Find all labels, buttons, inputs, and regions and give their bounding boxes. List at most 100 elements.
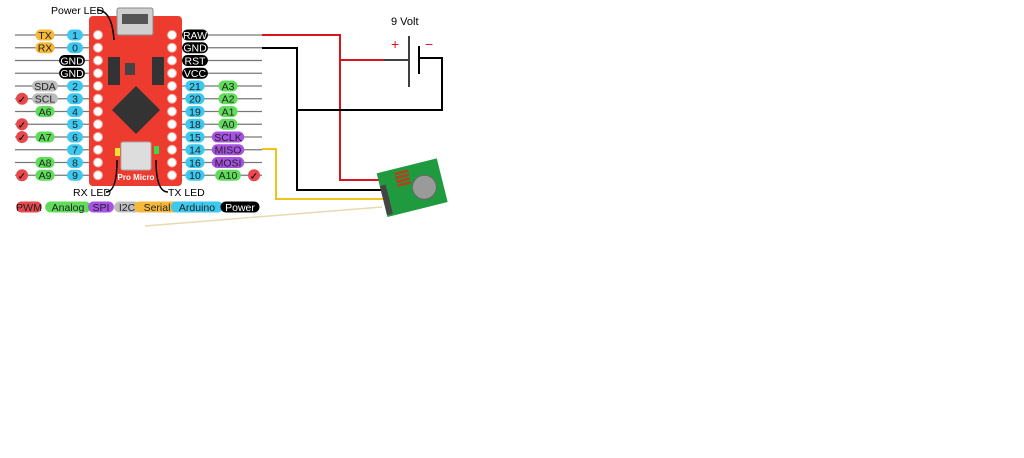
pin-hole xyxy=(93,55,103,66)
pin-number-right-text: 20 xyxy=(189,94,201,106)
pwm-check-icon: ✓ xyxy=(18,171,26,182)
pin-label-left: A6 xyxy=(35,106,55,118)
pin-label-left-text: A9 xyxy=(39,170,52,182)
pin-number-right: 15 xyxy=(185,131,205,144)
pin-hole xyxy=(93,106,103,117)
pin-label-right: RAW xyxy=(182,29,208,42)
pin-number-right-text: 16 xyxy=(189,157,201,169)
antenna-wire xyxy=(144,206,383,227)
pin-label-right: A2 xyxy=(218,93,238,106)
pwm-check-icon: ✓ xyxy=(18,95,26,106)
pin-hole xyxy=(93,93,103,104)
legend-arduino: Arduino xyxy=(170,201,224,214)
pin-label-left: GND xyxy=(59,67,85,80)
pwm-marker: ✓ xyxy=(16,92,28,106)
tx-led xyxy=(154,146,159,154)
pin-hole xyxy=(167,106,177,117)
pin-number-left-text: 2 xyxy=(72,81,78,93)
pin-number-left: 4 xyxy=(67,106,83,118)
pro-micro-board: Pro Micro xyxy=(89,7,182,186)
pin-label-right-text: A2 xyxy=(222,94,235,106)
legend-arduino-text: Arduino xyxy=(179,202,215,214)
pin-hole xyxy=(167,144,177,155)
pwm-marker: ✓ xyxy=(16,169,28,182)
battery-label: 9 Volt xyxy=(391,16,419,28)
pin-label-left: RX xyxy=(35,42,55,55)
pin-label-right-text: SCLK xyxy=(214,132,241,144)
legend-i2c-text: I2C xyxy=(119,202,136,214)
rx-led xyxy=(115,148,120,156)
pwm-check-icon: ✓ xyxy=(250,171,258,182)
board-name: Pro Micro xyxy=(118,173,155,182)
pin-number-right-text: 18 xyxy=(189,119,201,131)
pin-hole xyxy=(93,157,103,168)
pin-label-right-text: GND xyxy=(183,43,207,55)
pin-label-left: TX xyxy=(35,29,55,42)
legend-power: Power xyxy=(220,201,260,214)
pwm-marker: ✓ xyxy=(16,131,28,144)
pwm-marker: ✓ xyxy=(16,118,28,131)
battery-9v: 9 Volt + − xyxy=(384,16,433,87)
pin-label-right: VCC xyxy=(182,67,208,80)
pin-number-left-text: 9 xyxy=(72,170,78,182)
battery-minus: − xyxy=(425,36,433,52)
pin-number-left: 3 xyxy=(67,93,83,106)
pin-number-left-text: 3 xyxy=(72,94,78,106)
pin-label-left-text: A7 xyxy=(39,132,52,144)
pin-label-left: A9 xyxy=(35,169,55,182)
pin-label-right-text: A0 xyxy=(222,119,235,131)
pin-number-left: 9 xyxy=(67,169,83,182)
pin-label-left-text: RX xyxy=(38,43,53,55)
pin-label-right-text: RST xyxy=(185,55,207,67)
pin-number-right: 14 xyxy=(185,144,205,157)
pin-label-right-text: A3 xyxy=(222,81,235,93)
pin-label-right-text: MOSI xyxy=(215,157,242,169)
pin-label-left: A7 xyxy=(35,131,55,144)
wire-gnd-black xyxy=(262,47,384,191)
legend-serial: Serial xyxy=(134,201,180,214)
pin-label-left-text: A8 xyxy=(39,157,52,169)
rx-led-label: RX LED xyxy=(73,187,111,199)
pin-label-left-text: SCL xyxy=(35,94,56,106)
pin-label-right-text: A10 xyxy=(219,170,238,182)
pin-hole xyxy=(167,81,177,91)
wire-miso-yellow xyxy=(262,148,384,200)
crystal xyxy=(120,141,152,171)
pin-hole xyxy=(167,93,177,104)
pin-number-right-text: 15 xyxy=(189,132,201,144)
pin-labels: 1TX0RXGNDGND2SDA3SCL✓4A65✓6A7✓78A89A9✓RA… xyxy=(16,29,260,182)
pin-hole xyxy=(93,132,103,142)
pin-number-right-text: 21 xyxy=(189,81,201,93)
pin-hole xyxy=(167,68,177,79)
pin-label-right: MOSI xyxy=(211,157,245,169)
pin-hole xyxy=(93,81,103,91)
pin-number-right: 20 xyxy=(185,93,205,106)
power-led-pointer xyxy=(96,9,115,41)
pin-label-left-text: TX xyxy=(38,30,51,42)
pin-label-right-text: MISO xyxy=(215,145,242,157)
pin-label-left-text: GND xyxy=(60,68,84,80)
pin-hole xyxy=(167,170,177,181)
battery-plus: + xyxy=(391,36,399,52)
rf-transmitter-module xyxy=(376,158,448,218)
pin-label-right: A0 xyxy=(218,118,238,131)
pin-label-right: SCLK xyxy=(211,131,245,144)
legend-pwm: PWM xyxy=(16,201,42,214)
pin-label-right: A10 xyxy=(215,169,241,182)
pwm-marker: ✓ xyxy=(248,169,260,182)
pin-number-right: 21 xyxy=(185,80,205,93)
pin-number-right-text: 14 xyxy=(189,145,201,157)
pin-number-left: 2 xyxy=(67,80,83,93)
pin-label-left: SDA xyxy=(32,80,58,93)
legend-spi: SPI xyxy=(88,201,114,214)
pin-number-left: 5 xyxy=(67,118,83,131)
pin-number-right-text: 10 xyxy=(189,170,201,182)
pin-label-right: A3 xyxy=(218,80,238,93)
pin-label-right: GND xyxy=(182,42,208,55)
pin-label-right: MISO xyxy=(211,144,245,157)
pin-number-left-text: 1 xyxy=(72,30,78,42)
tx-led-label: TX LED xyxy=(168,187,205,199)
pin-number-left: 8 xyxy=(67,157,83,169)
pin-hole xyxy=(167,30,177,40)
